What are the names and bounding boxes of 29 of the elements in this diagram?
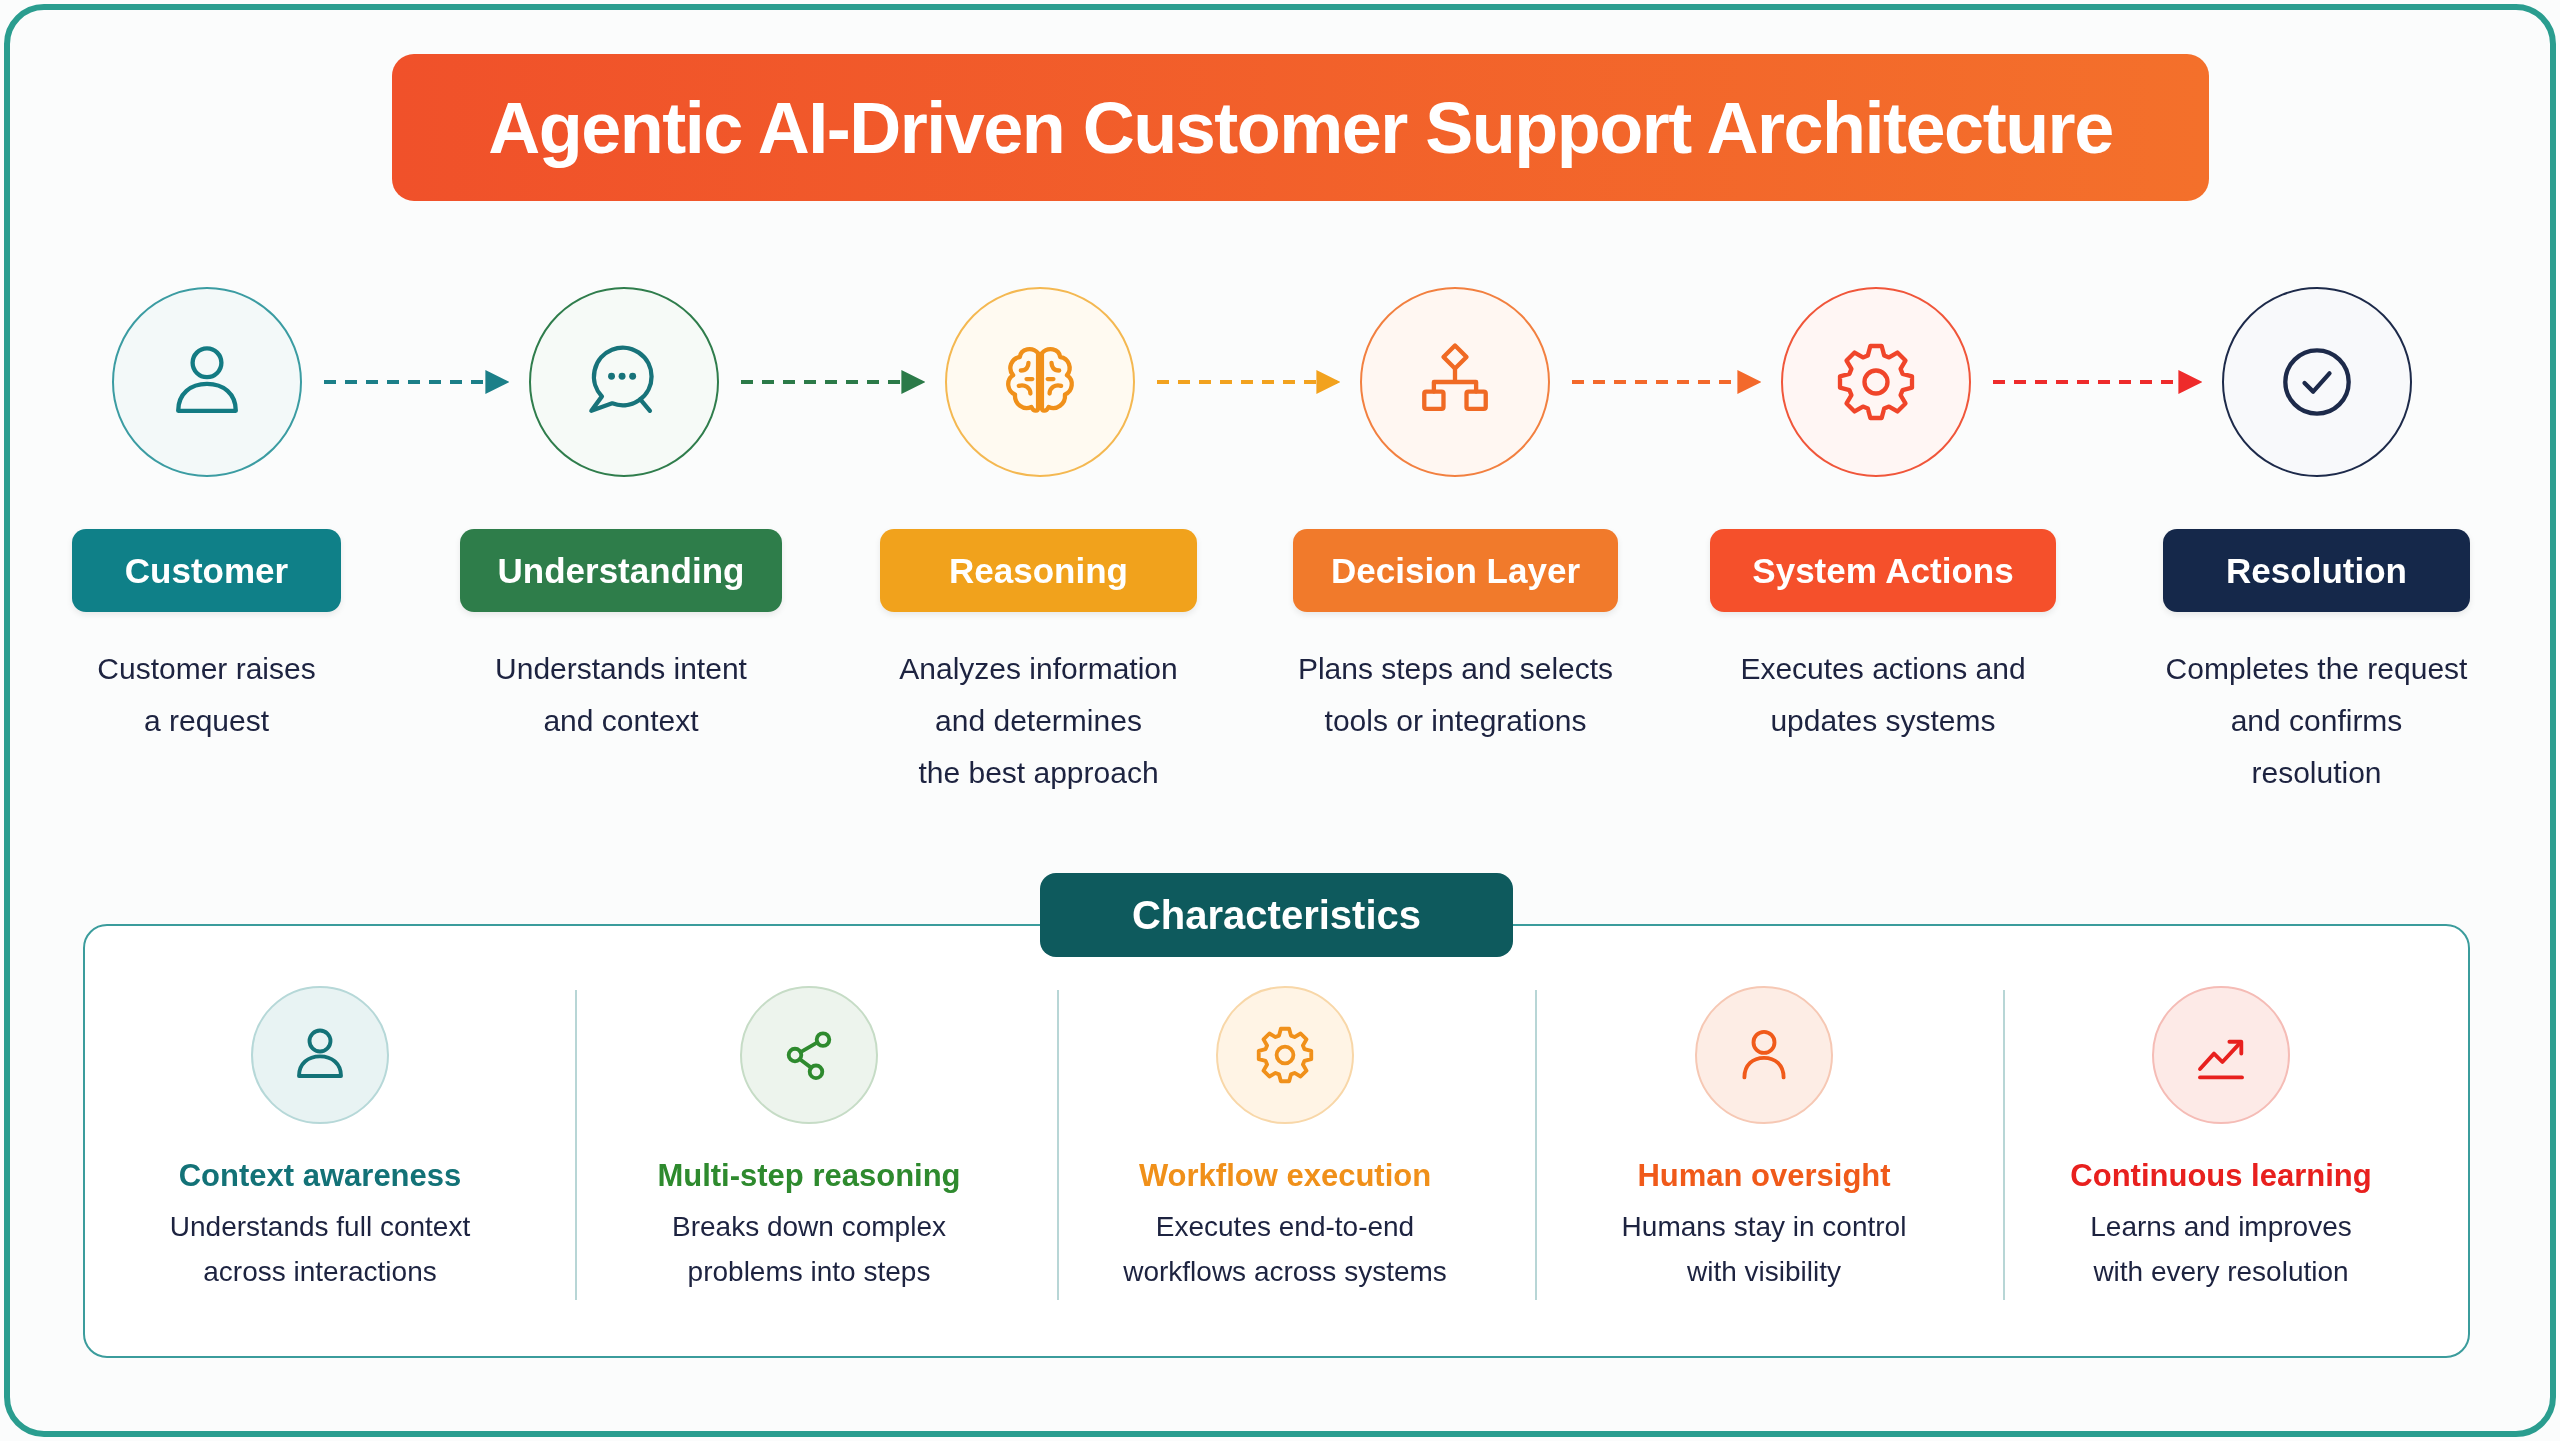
stage-description: Completes the request and confirms resolution <box>2164 651 2469 791</box>
dashed-arrow <box>1572 370 1762 394</box>
feature-description: Learns and improves with every resolution <box>2089 1210 2353 1289</box>
feature-description: Breaks down complex problems into steps <box>671 1210 947 1289</box>
stage-description: Executes actions and updates systems <box>1739 651 2027 739</box>
stage-label: Reasoning <box>880 529 1197 612</box>
stage-label: Customer <box>72 529 341 612</box>
feature-title: Continuous learning <box>2070 1157 2372 1195</box>
section-header: Characteristics <box>1040 873 1513 957</box>
feature-description: Executes end-to-end workflows across systems <box>1122 1210 1448 1289</box>
feature-title: Workflow execution <box>1138 1157 1432 1195</box>
dashed-arrow <box>1993 370 2203 394</box>
dashed-arrow <box>1157 370 1341 394</box>
stage-description: Understands intent and context <box>494 651 748 739</box>
title-banner: Agentic AI-Driven Customer Support Architecture <box>392 54 2209 201</box>
stage-label: Resolution <box>2163 529 2470 612</box>
dashed-arrow <box>741 370 926 394</box>
stage-label: Understanding <box>460 529 782 612</box>
stage-label: System Actions <box>1710 529 2056 612</box>
dashed-arrow <box>324 370 510 394</box>
feature-description: Humans stay in control with visibility <box>1620 1210 1908 1289</box>
feature-title: Human oversight <box>1637 1157 1891 1195</box>
stage-description: Plans steps and selects tools or integrations <box>1296 651 1615 739</box>
stage-description: Customer raises a request <box>96 651 317 739</box>
feature-title: Context awareness <box>178 1157 462 1195</box>
stage-label: Decision Layer <box>1293 529 1618 612</box>
stage-description: Analyzes information and determines the best approach <box>898 651 1179 791</box>
feature-title: Multi-step reasoning <box>657 1157 961 1195</box>
feature-description: Understands full context across interactions <box>168 1210 472 1289</box>
